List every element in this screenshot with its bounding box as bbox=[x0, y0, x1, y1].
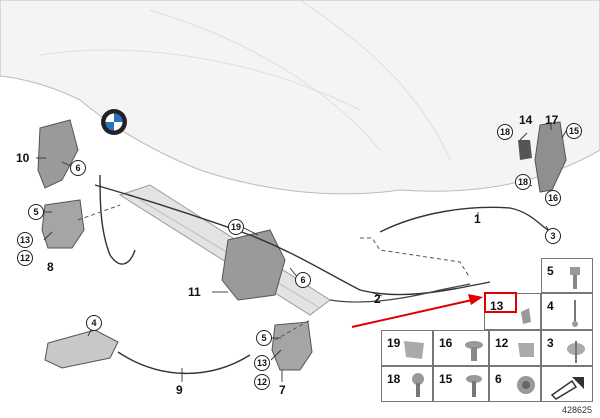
callout-14: 14 bbox=[519, 113, 533, 127]
callout-12-lower: 12 bbox=[254, 374, 270, 390]
red-pointer-head bbox=[468, 294, 483, 305]
callout-5-lower: 5 bbox=[256, 330, 272, 346]
callout-18-upper: 18 bbox=[497, 124, 513, 140]
callout-8: 8 bbox=[47, 260, 54, 274]
hood-lock-center bbox=[221, 229, 286, 301]
cable-bracket-right bbox=[534, 121, 567, 193]
legend-cell-19: 19 bbox=[381, 330, 433, 366]
callout-11: 11 bbox=[188, 285, 201, 299]
callout-10: 10 bbox=[16, 151, 30, 165]
callout-2: 2 bbox=[374, 292, 381, 306]
legend-cell-3: 3 bbox=[541, 330, 593, 366]
legend-cell-16: 16 bbox=[433, 330, 489, 366]
hood-hinge-left bbox=[37, 119, 79, 189]
legend-cell-18: 18 bbox=[381, 366, 433, 402]
callout-18-mid: 18 bbox=[515, 174, 531, 190]
bowden-cable-2 bbox=[94, 184, 491, 296]
bmw-logo bbox=[101, 109, 127, 135]
red-pointer-line bbox=[351, 299, 473, 328]
legend-cell-5: 5 bbox=[541, 258, 593, 293]
callout-4: 4 bbox=[86, 315, 102, 331]
callout-7: 7 bbox=[279, 383, 286, 397]
callout-15: 15 bbox=[566, 123, 582, 139]
legend-cell-6: 6 bbox=[489, 366, 541, 402]
callout-13-left: 13 bbox=[17, 232, 33, 248]
callout-12-left: 12 bbox=[17, 250, 33, 266]
bowden-cable-1 bbox=[379, 206, 511, 233]
callout-13-lower: 13 bbox=[254, 355, 270, 371]
bowden-cable-9 bbox=[117, 351, 251, 375]
callout-19: 19 bbox=[228, 219, 244, 235]
callout-6-center: 6 bbox=[295, 272, 311, 288]
highlight-box bbox=[484, 292, 517, 313]
hood-lock-lower bbox=[271, 321, 313, 371]
callout-16: 16 bbox=[545, 190, 561, 206]
callout-6-left: 6 bbox=[70, 160, 86, 176]
callout-3: 3 bbox=[545, 228, 561, 244]
diagram-id: 428625 bbox=[561, 405, 592, 415]
legend-cell-12: 12 bbox=[489, 330, 541, 366]
hood-lock-left bbox=[41, 199, 85, 249]
release-handle bbox=[44, 329, 119, 369]
callout-5-left: 5 bbox=[28, 204, 44, 220]
legend-cell-tool bbox=[541, 366, 593, 402]
callout-17: 17 bbox=[545, 113, 559, 127]
hood-panel bbox=[0, 0, 600, 195]
callout-9: 9 bbox=[176, 383, 183, 397]
callout-1: 1 bbox=[474, 212, 481, 226]
legend-cell-4: 4 bbox=[541, 293, 593, 330]
legend-cell-15: 15 bbox=[433, 366, 489, 402]
